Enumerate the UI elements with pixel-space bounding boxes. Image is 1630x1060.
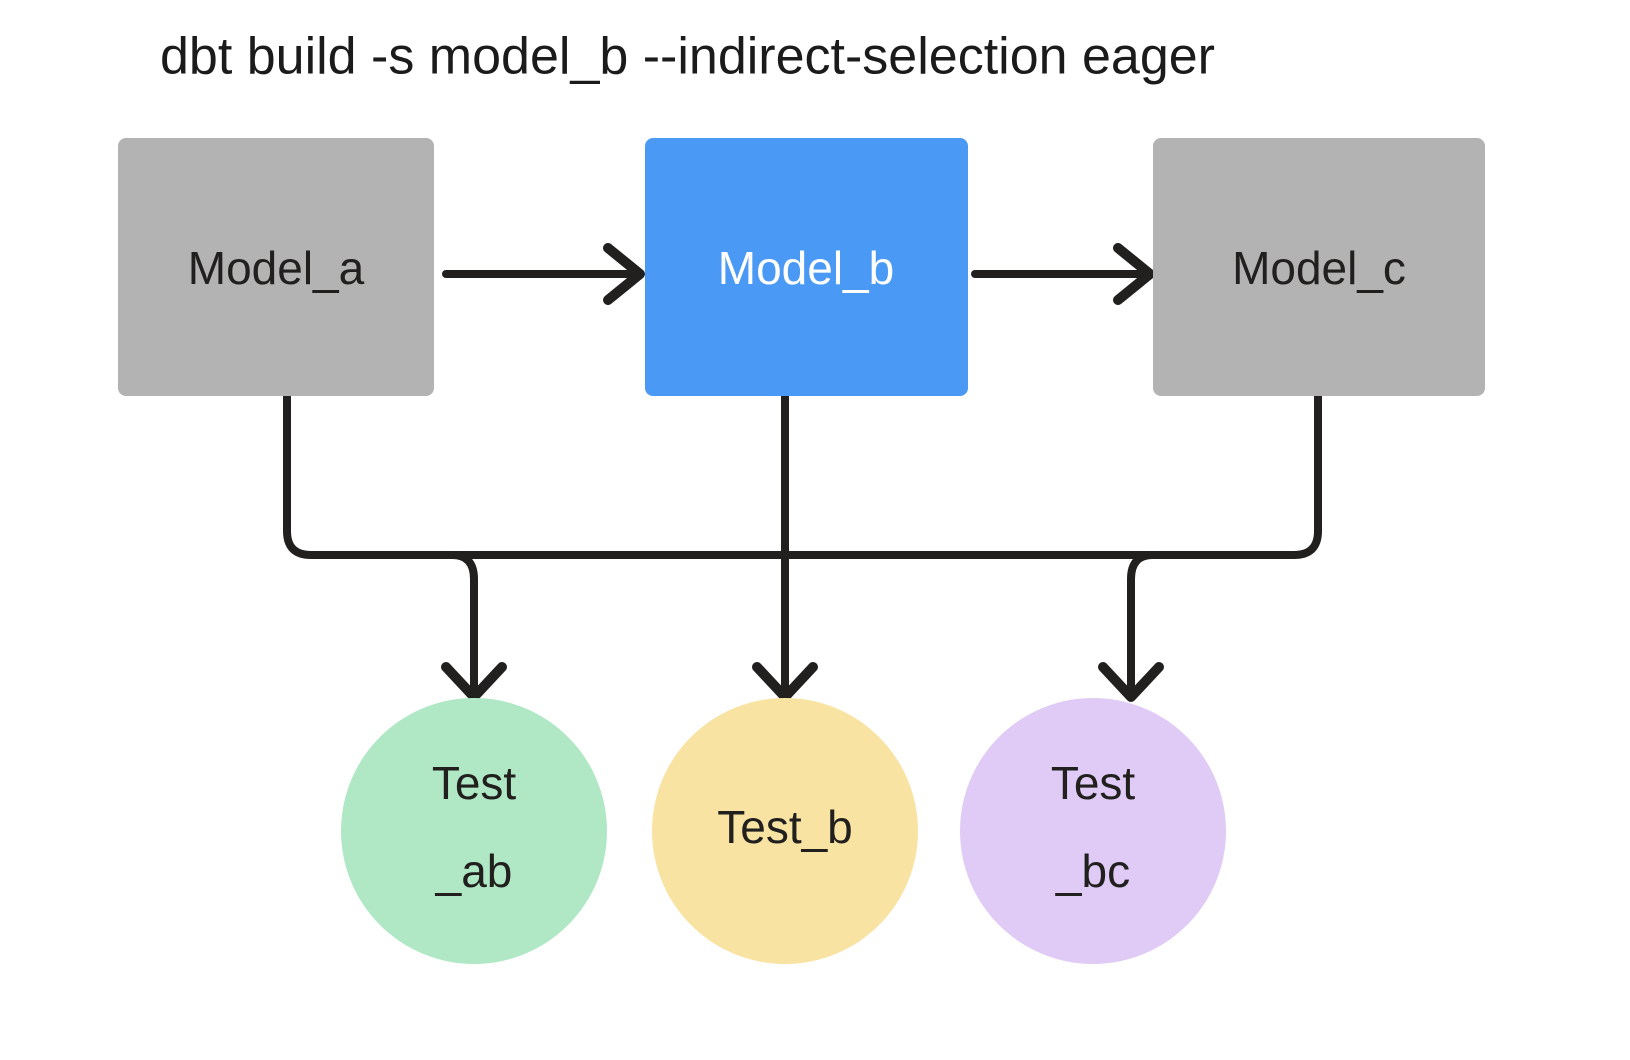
test-bc-label-line1: Test (1051, 757, 1136, 809)
diagram-title: dbt build -s model_b --indirect-selectio… (160, 28, 1215, 86)
edge-model-a-to-model-b (442, 243, 645, 305)
test-bc-circle[interactable] (960, 698, 1226, 964)
edge-model-c-down (1149, 392, 1322, 559)
model-a-box[interactable] (118, 138, 434, 396)
test-ab-label-line1: Test (432, 757, 517, 809)
test-ab-label-line2: _ab (435, 845, 513, 897)
test-b-label-line1: Test_b (717, 801, 853, 853)
model-a-label: Model_a (188, 242, 365, 294)
edge-model-a-down (283, 392, 456, 559)
test-node-test-ab[interactable]: Test _ab (341, 698, 607, 964)
model-node-model-c[interactable]: Model_c (1153, 138, 1485, 396)
test-node-test-bc[interactable]: Test _bc (960, 698, 1226, 964)
edge-model-b-to-test-b (752, 392, 818, 702)
edge-branch-to-test-ab (441, 551, 507, 702)
test-b-circle[interactable] (652, 698, 918, 964)
model-b-box[interactable] (645, 138, 968, 396)
model-b-label: Model_b (718, 242, 894, 294)
model-c-box[interactable] (1153, 138, 1485, 396)
model-node-model-b[interactable]: Model_b (645, 138, 968, 396)
test-ab-circle[interactable] (341, 698, 607, 964)
model-c-label: Model_c (1232, 242, 1406, 294)
test-bc-label-line2: _bc (1055, 845, 1130, 897)
model-node-model-a[interactable]: Model_a (118, 138, 434, 396)
test-node-test-b[interactable]: Test_b (652, 698, 918, 964)
edge-model-b-to-model-c (971, 243, 1155, 305)
edge-layer (283, 243, 1322, 702)
edge-branch-to-test-bc (1098, 551, 1164, 702)
